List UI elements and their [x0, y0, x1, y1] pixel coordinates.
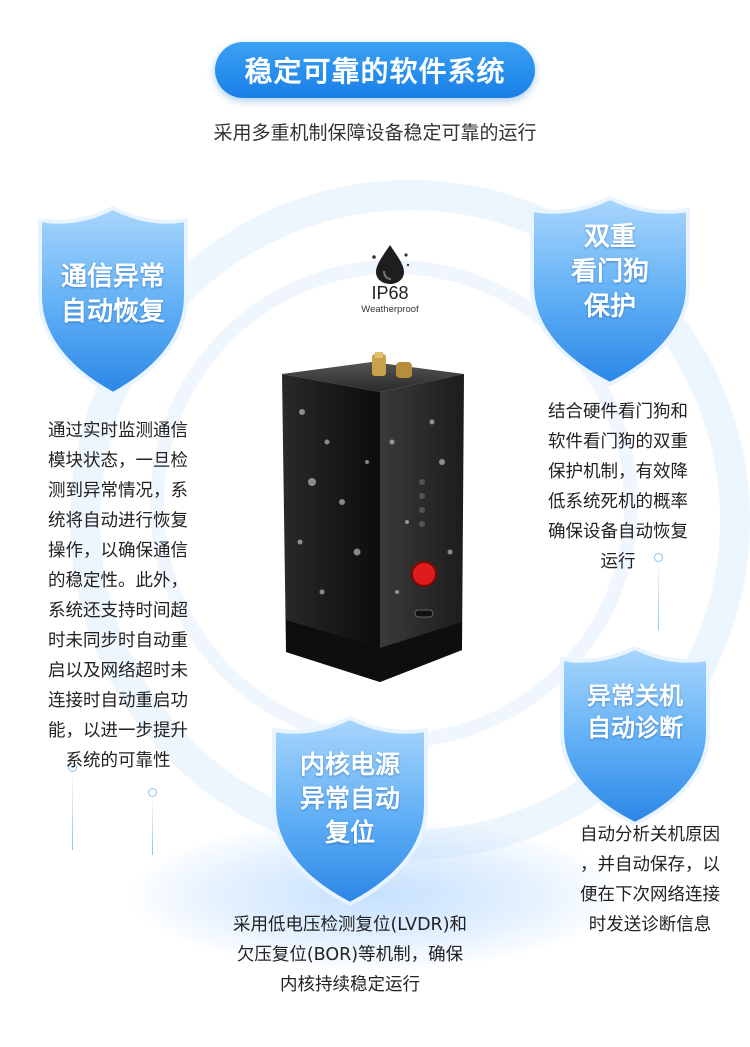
- deco-dot: [654, 553, 663, 562]
- shield-dual-watchdog: 双重 看门狗 保护: [520, 190, 700, 390]
- deco-dot: [148, 788, 157, 797]
- ip-rating-label: Weatherproof: [361, 304, 419, 315]
- shield-icon: [272, 715, 428, 907]
- feature-description: 结合硬件看门狗和 软件看门狗的双重 保护机制，有效降 低系统死机的概率 确保设备…: [548, 402, 688, 572]
- power-button-icon: [411, 561, 437, 587]
- deco-line: [72, 770, 73, 850]
- deco-line: [658, 560, 659, 630]
- shield-title-line: 自动恢复: [60, 297, 165, 328]
- ip68-badge: IP68 Weatherproof: [350, 243, 430, 338]
- shield-icon: [560, 645, 710, 827]
- shield-communication-recovery: 通信异常 自动恢复: [28, 200, 198, 400]
- shield-icon: [38, 205, 188, 397]
- shield-core-power-reset: 内核电源 异常自动 复位: [262, 710, 438, 910]
- shield-title-line: 保护: [583, 292, 636, 323]
- feature-description: 自动分析关机原因 ，并自动保存，以 便在下次网络连接 时发送诊断信息: [580, 825, 720, 935]
- shield-title-line: 通信异常: [60, 262, 165, 292]
- ip-rating: IP68: [371, 283, 409, 303]
- feature-description: 采用低电压检测复位(LVDR)和 欠压复位(BOR)等机制，确保 内核持续稳定运…: [232, 915, 468, 995]
- deco-dot: [68, 763, 77, 772]
- shield-title-line: 看门狗: [570, 257, 649, 288]
- shield-shutdown-diagnosis: 异常关机 自动诊断: [550, 640, 720, 830]
- device-image: [272, 352, 472, 698]
- shield-title-line: 复位: [324, 817, 375, 847]
- deco-line: [152, 795, 153, 855]
- feature-description: 通过实时监测通信 模块状态，一旦检 测到异常情况，系 统将自动进行恢复 操作，以…: [48, 421, 188, 771]
- shield-title-line: 异常关机: [587, 682, 683, 710]
- shield-title-line: 双重: [583, 222, 636, 252]
- shield-title-line: 内核电源: [299, 750, 400, 779]
- device-illustration: [282, 352, 464, 682]
- shield-icon: [530, 195, 690, 387]
- page-subtitle: 采用多重机制保障设备稳定可靠的运行: [213, 122, 537, 144]
- shield-title-line: 自动诊断: [587, 714, 683, 743]
- water-drop-icon: [372, 245, 410, 284]
- shield-title-line: 异常自动: [299, 783, 400, 813]
- page-title: 稳定可靠的软件系统: [215, 42, 535, 98]
